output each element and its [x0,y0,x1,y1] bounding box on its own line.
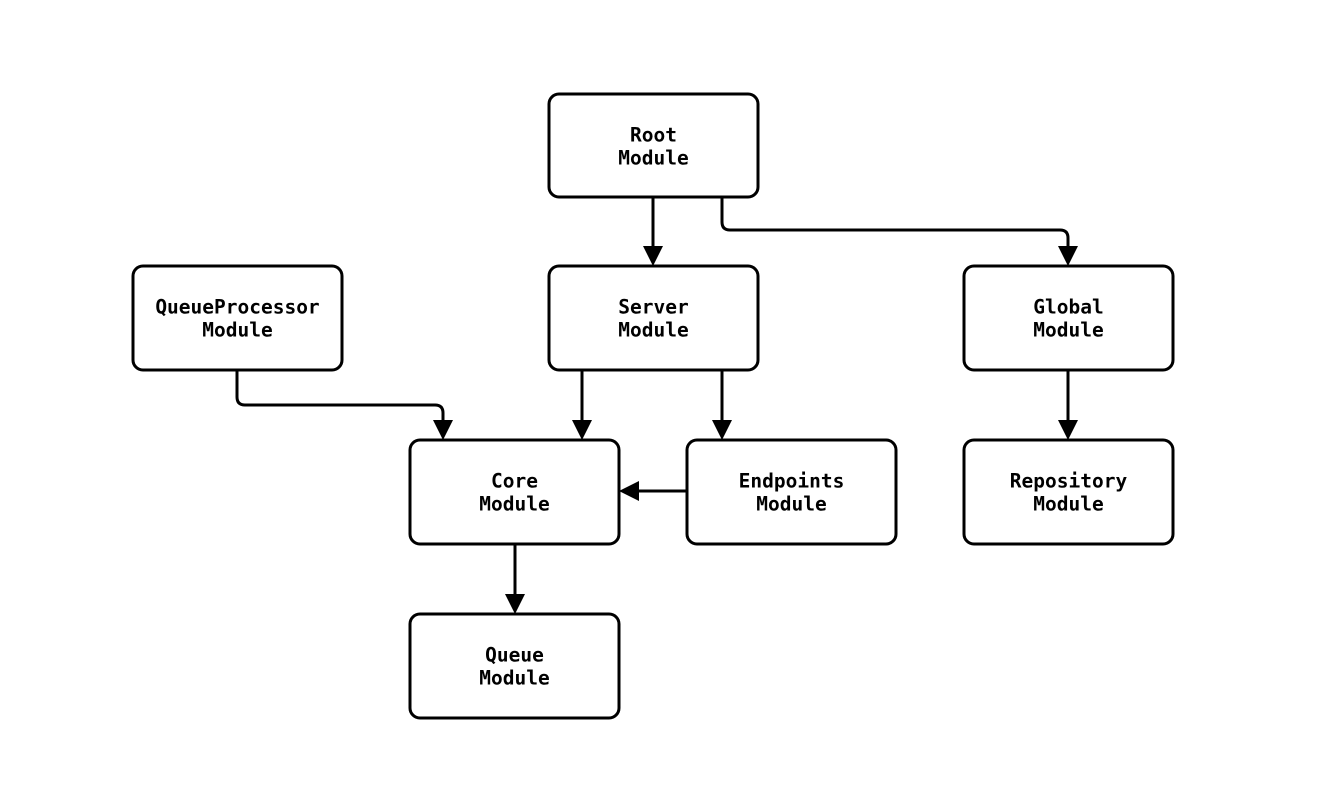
node-repository-module-box[interactable] [962,438,1175,546]
node-server-module-label-line1: Server [618,296,688,319]
node-endpoints-module-box[interactable] [685,438,898,546]
node-queueprocessor-module-label-line1: QueueProcessor [155,296,319,319]
edge-queueprocessor-to-core [235,370,453,440]
edge-server-to-endpoints [712,370,732,440]
edge-server-to-core [572,370,592,440]
node-queueprocessor-module[interactable]: QueueProcessor Module [131,264,344,372]
edge-global-to-repository-arrowhead [1058,420,1078,440]
edge-core-to-queue [505,544,525,614]
node-queue-module-label-line2: Module [479,667,549,690]
edge-root-to-global [720,197,1078,266]
node-global-module-box[interactable] [962,264,1175,372]
edge-server-to-core-arrowhead [572,420,592,440]
node-repository-module-label-line2: Module [1033,493,1103,516]
edge-queueprocessor-to-core-line [235,370,445,426]
edge-server-to-endpoints-arrowhead [712,420,732,440]
edge-root-to-global-arrowhead [1058,246,1078,266]
edge-global-to-repository [1058,370,1078,440]
nodes-layer: Root Module QueueProcessor Module Server… [131,92,1175,720]
node-server-module[interactable]: Server Module [547,264,760,372]
node-core-module[interactable]: Core Module [408,438,621,546]
node-queue-module-label-line1: Queue [485,644,544,667]
node-core-module-label-line2: Module [479,493,549,516]
node-queue-module-box[interactable] [408,612,621,720]
edge-endpoints-to-core [619,481,687,501]
node-endpoints-module-label-line2: Module [756,493,826,516]
node-endpoints-module-label-line1: Endpoints [739,470,845,493]
node-root-module-label-line1: Root [630,124,677,147]
node-endpoints-module[interactable]: Endpoints Module [685,438,898,546]
node-core-module-label-line1: Core [491,470,538,493]
node-global-module-label-line1: Global [1033,296,1103,319]
node-root-module[interactable]: Root Module [547,92,760,199]
node-global-module-label-line2: Module [1033,319,1103,342]
node-root-module-label-line2: Module [618,147,688,170]
node-server-module-label-line2: Module [618,319,688,342]
edge-root-to-server [643,197,663,266]
node-queueprocessor-module-label-line2: Module [202,319,272,342]
node-repository-module-label-line1: Repository [1010,470,1128,493]
edges-layer [235,197,1078,614]
edge-core-to-queue-arrowhead [505,594,525,614]
edge-endpoints-to-core-arrowhead [619,481,639,501]
node-core-module-box[interactable] [408,438,621,546]
node-queue-module[interactable]: Queue Module [408,612,621,720]
edge-root-to-server-arrowhead [643,246,663,266]
node-server-module-box[interactable] [547,264,760,372]
edge-root-to-global-line [720,197,1070,252]
edge-queueprocessor-to-core-arrowhead [433,420,453,440]
node-global-module[interactable]: Global Module [962,264,1175,372]
node-queueprocessor-module-box[interactable] [131,264,344,372]
node-root-module-box[interactable] [547,92,760,199]
node-repository-module[interactable]: Repository Module [962,438,1175,546]
